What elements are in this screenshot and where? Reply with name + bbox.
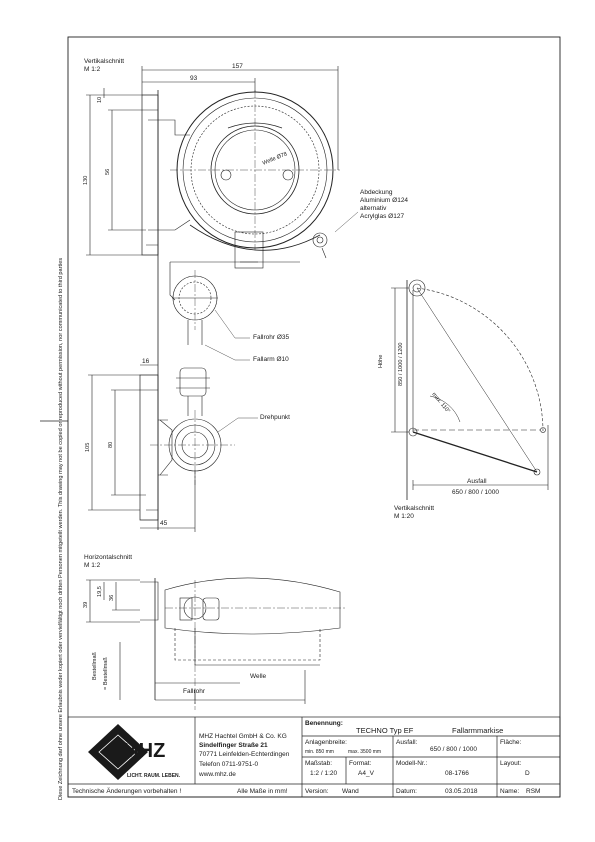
view-scale-horizontal: M 1:2 [84, 562, 101, 569]
abdeckung-label: Abdeckung [360, 189, 393, 196]
abdeckung-acrylic: Acrylglas Ø127 [360, 213, 405, 220]
ausfall-values: 650 / 800 / 1000 [452, 489, 499, 496]
company-web: www.mhz.de [199, 771, 236, 778]
version-label: Version: [305, 788, 329, 795]
fallarm-label: Fallarm Ø10 [253, 356, 289, 363]
ausfall-tb-label: Ausfall: [396, 739, 418, 746]
abdeckung-alternative: alternativ [360, 205, 387, 212]
dim-16: 16 [142, 358, 150, 365]
dim-10: 10 [97, 96, 103, 103]
datum-value: 03.05.2018 [445, 788, 478, 795]
horizontal-section [86, 577, 345, 710]
dim-19-5: 19,5 [97, 586, 103, 597]
company-name: MHZ Hachtel GmbH & Co. KG [199, 733, 287, 740]
dim-93: 93 [190, 75, 198, 82]
datum-label: Datum: [396, 788, 417, 795]
dim-105: 105 [85, 442, 91, 452]
company-city: 70771 Leinfelden-Echterdingen [199, 751, 290, 758]
view-scale-top: M 1:2 [84, 66, 101, 73]
massstab-label: Maßstab: [305, 760, 333, 767]
cover-screw [312, 232, 328, 248]
extended-arm [412, 431, 538, 473]
welle-horizontal-label: Welle [250, 673, 267, 680]
benennung-value: TECHNO Typ EF [356, 726, 414, 735]
benennung-desc: Fallarmmarkise [452, 726, 504, 735]
version-value: Wand [342, 788, 359, 795]
logo-text: MHZ [122, 740, 166, 762]
modell-value: 08-1766 [445, 770, 469, 777]
title-block-lines [67, 716, 561, 798]
hoehe-values: 850 / 1000 / 1200 [398, 342, 404, 386]
pivot-section [88, 364, 258, 532]
dim-157: 157 [232, 63, 243, 70]
fallrohr-horizontal-label: Fallrohr [183, 688, 206, 695]
anlagenbreite-label: Anlagenbreite: [305, 739, 347, 746]
view-scale-small: M 1:20 [394, 513, 414, 520]
abdeckung-material: Aluminium Ø124 [360, 197, 409, 204]
side-notice: Diese Zeichnung darf ohne unsere Erlaubn… [58, 257, 64, 800]
anlagenbreite-min: min. 850 mm [305, 749, 334, 755]
view-title-top: Vertikalschnitt [84, 58, 125, 65]
view-title-small: Vertikalschnitt [394, 505, 435, 512]
format-label: Format: [349, 760, 372, 767]
top-vertical-section [86, 66, 359, 530]
company-phone: Telefon 0711-9751-0 [199, 761, 259, 768]
dim-80: 80 [108, 441, 114, 448]
ausfall-label: Ausfall [467, 478, 487, 485]
dim-56: 56 [105, 168, 111, 175]
bestellmass-eq-label: = Bestellmaß [103, 657, 109, 690]
footer-units: Alle Maße in mm! [237, 788, 288, 795]
name-label: Name: [500, 788, 520, 795]
dim-45: 45 [160, 520, 168, 527]
layout-value: D [525, 770, 530, 777]
mhz-logo [88, 724, 148, 780]
footer-changes: Technische Änderungen vorbehalten ! [72, 788, 182, 795]
hoehe-label: Höhe [378, 354, 384, 368]
ausfall-tb-value: 650 / 800 / 1000 [430, 746, 477, 753]
modell-label: Modell-Nr.: [396, 760, 428, 767]
bestellmass-label: Bestellmaß [92, 652, 98, 680]
logo-tagline: LICHT. RAUM. LEBEN. [127, 773, 181, 779]
dim-36: 36 [109, 594, 115, 601]
drehpunkt-label: Drehpunkt [260, 414, 290, 421]
view-title-horizontal: Horizontalschnitt [84, 554, 133, 561]
fallrohr-label: Fallrohr Ø35 [253, 334, 290, 341]
benennung-label: Benennung: [305, 720, 343, 727]
dim-130: 130 [83, 175, 89, 185]
flaeche-label: Fläche: [500, 739, 522, 746]
anlagenbreite-max: max. 3500 mm [348, 749, 382, 755]
company-street: Sindelfinger Straße 21 [199, 742, 268, 749]
massstab-value: 1:2 / 1:20 [310, 770, 338, 777]
dim-39: 39 [83, 601, 89, 608]
format-value: A4_V [358, 770, 374, 777]
layout-label: Layout: [500, 760, 522, 767]
small-vertical-section [391, 279, 549, 500]
name-value: RSM [526, 788, 541, 795]
